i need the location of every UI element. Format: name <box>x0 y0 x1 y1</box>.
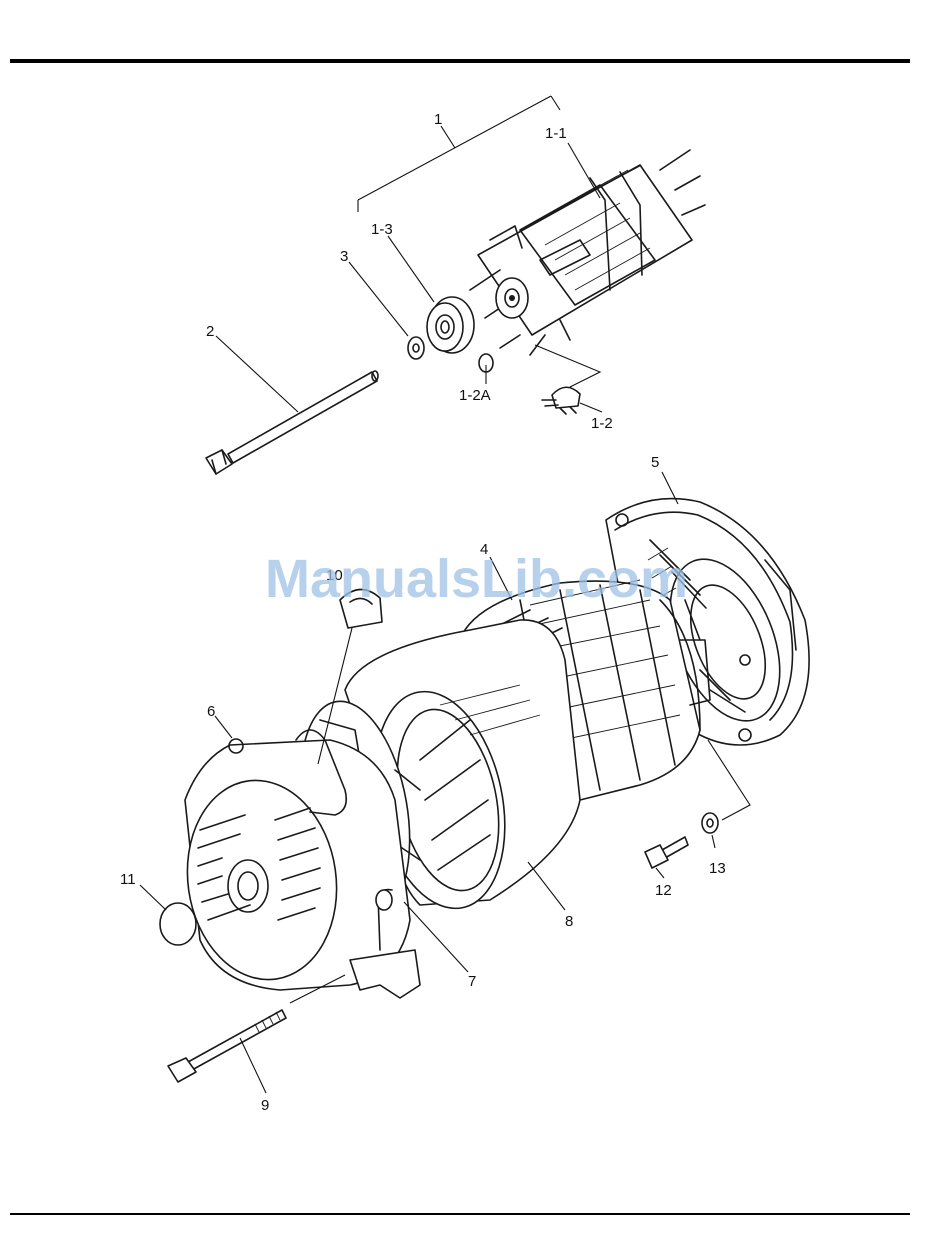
rotor-bracket-bar <box>358 96 560 212</box>
callout-8: 8 <box>565 913 573 930</box>
callout-1-3: 1-3 <box>371 221 393 238</box>
bearing <box>427 297 474 353</box>
washer-13 <box>702 813 718 833</box>
callout-7: 7 <box>468 973 476 990</box>
callout-1-1: 1-1 <box>545 125 567 142</box>
callout-13: 13 <box>709 860 726 877</box>
callout-6: 6 <box>207 703 215 720</box>
callout-5: 5 <box>651 454 659 471</box>
callout-2: 2 <box>206 323 214 340</box>
bolt-12 <box>645 837 688 868</box>
callout-1-2a: 1-2A <box>459 387 491 404</box>
rotor-assembly <box>470 150 705 355</box>
callout-11: 11 <box>120 871 136 888</box>
callout-9: 9 <box>261 1097 269 1114</box>
bolt-9 <box>168 975 345 1082</box>
callout-1-2: 1-2 <box>591 415 613 432</box>
callout-12: 12 <box>655 882 672 899</box>
rectifier-1-2 <box>535 345 600 414</box>
watermark: ManualsLib.com <box>265 549 688 609</box>
through-bolt-2 <box>206 371 378 474</box>
washer-3 <box>408 337 424 359</box>
callout-1: 1 <box>434 111 442 128</box>
callout-3: 3 <box>340 248 348 265</box>
